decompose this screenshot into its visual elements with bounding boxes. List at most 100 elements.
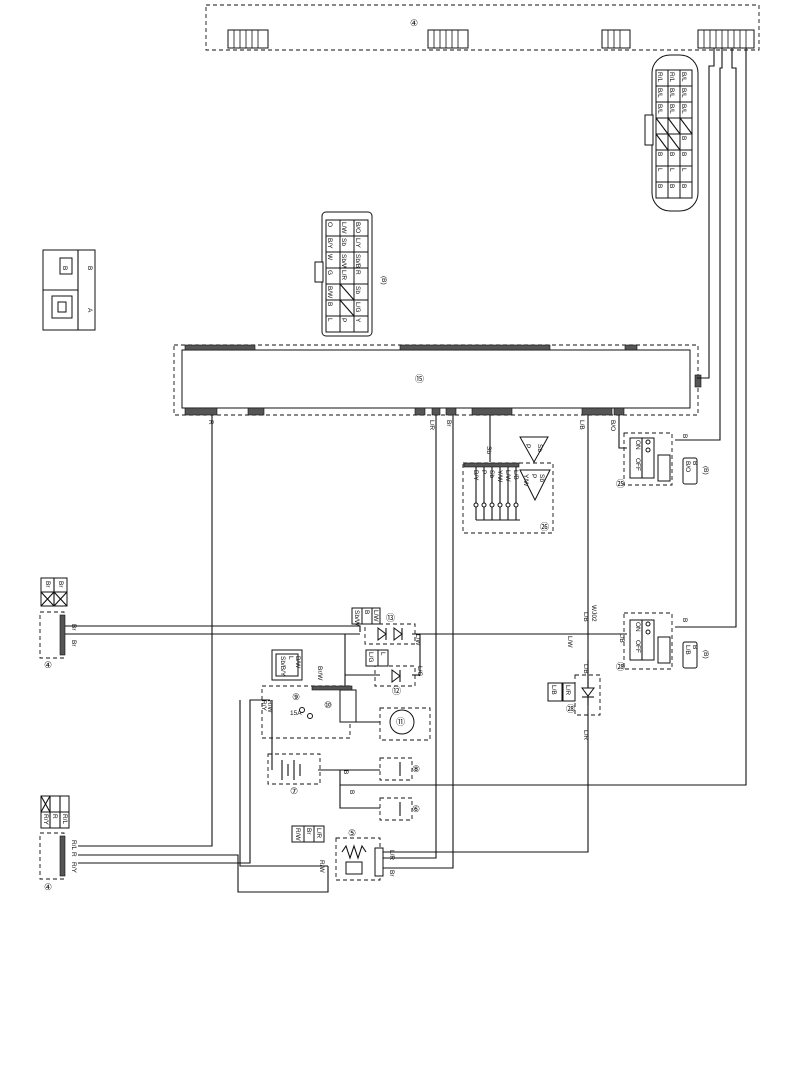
switch-28b: ON OFF L/B B (B) ㉘: [616, 612, 709, 672]
wire-lr3: L/R: [388, 850, 395, 860]
wire-rl: R/L: [70, 840, 77, 851]
pinlu-br2: Br: [57, 581, 64, 588]
label-c12: ⑫: [392, 686, 401, 696]
connector-d-pin-label: B: [680, 152, 687, 156]
connector-b-pin-label: Sb/B: [354, 254, 361, 268]
connector-d-pin-label: L: [656, 168, 663, 172]
connector-d-pin-label: B: [656, 152, 663, 156]
connector-d-pin-label: B: [668, 152, 675, 156]
tri-b-yw: Y/W: [522, 474, 529, 487]
connector-d-pin-label: B/L: [680, 104, 687, 114]
pinlu-br1: Br: [44, 581, 51, 588]
diode-12: L/G L ⑫ L/G: [365, 649, 423, 696]
wire-lb4: L/B: [582, 664, 589, 674]
connector-left-lower-4: R/Y R R/L R/L R R/Y ④: [39, 795, 77, 892]
connector-b-pin-label: O: [326, 222, 333, 227]
pinll-r: R: [51, 814, 58, 819]
conn13-lw: L/W: [372, 610, 379, 622]
label-c9: ⑨: [292, 692, 300, 702]
resistor-5: R/W Br L/R ⑤ L/R Br R/W: [291, 825, 395, 881]
connector-b-pin-label: P: [340, 318, 347, 322]
sw28-off: OFF: [634, 640, 641, 653]
connector-d-pin-label: L: [668, 168, 675, 172]
plug10-a: Sb/B/Y: [279, 656, 286, 677]
label-c10: ⑩: [324, 700, 332, 710]
plug25-bo: B/O: [684, 461, 691, 472]
wire-br-a: Br: [70, 624, 77, 631]
connector-b-cell: [353, 315, 369, 333]
wire-brw: Br/W: [316, 666, 323, 681]
connector-b-pin-label: Y: [354, 318, 361, 323]
plug28-b: B: [691, 645, 698, 649]
box-top-left: B B A: [42, 249, 96, 331]
wire-ry2: R/Y: [260, 700, 267, 712]
connector-d-pin-label: B: [656, 184, 663, 188]
label-c11: ⑪: [396, 717, 405, 727]
switch-26-pin-label: B/Y: [472, 470, 479, 481]
switch-26-contact: [505, 502, 511, 508]
tri-a-sb: Sb: [536, 444, 543, 452]
label-c7: ⑦: [290, 786, 298, 796]
wire-lw2: L/W: [414, 634, 421, 646]
connector-d-pin-label: B: [680, 136, 687, 140]
connector-b-pin-label: W: [326, 254, 333, 261]
connector-d-pin-label: L: [680, 168, 687, 172]
ground-6: ⑥: [379, 797, 420, 821]
sw25-off: OFF: [634, 458, 641, 471]
label-c28b: ㉘: [616, 662, 625, 672]
wire-br3: Br: [388, 870, 395, 877]
plug10-b: L: [287, 656, 294, 660]
connector-b-pin-label: L/W: [340, 222, 347, 234]
wire-lb3: L/B: [618, 633, 625, 643]
switch-25: ON OFF B/O B (B) ㉕: [616, 432, 709, 489]
wire-b4: B: [348, 790, 355, 794]
connector-b-pin-label: R: [354, 270, 361, 275]
connector-d-pin-label: B/L: [680, 72, 687, 82]
box-tl-b1: B: [61, 266, 68, 270]
connector-b-pin-label: L: [326, 318, 333, 322]
fuse-15a: 15A: [290, 710, 302, 717]
tri-a-p: P: [524, 444, 531, 448]
wire-lb2: L/B: [582, 612, 589, 622]
connector-b-pin-label: L/G: [354, 302, 361, 312]
ground-8: ⑧: [379, 757, 420, 781]
diode-13: Sb/W B L/W ⑬ L/W: [351, 607, 421, 646]
wire-b2: B: [681, 434, 688, 438]
connector-b-pin-label: L/Y: [354, 238, 361, 248]
switch-26-pin-label: L/W: [504, 470, 511, 482]
wire-sb: Sb: [485, 446, 492, 454]
wire-lr2: L/R: [582, 730, 589, 740]
plug25-bmark: (B): [702, 466, 709, 475]
connector-d-pin-label: R/L: [656, 72, 663, 83]
plug25-b: B: [691, 461, 698, 465]
switch-26-contact: [489, 502, 495, 508]
switch-26-contact: [473, 502, 479, 508]
plug10-c: B/W: [294, 656, 301, 669]
harness-top-4: ④: [205, 4, 760, 51]
label-c4-top: ④: [410, 18, 418, 28]
connector-d-pin-label: R/L: [668, 72, 675, 83]
wire-b3: B: [342, 770, 349, 774]
connector-b-pin-label: Sb/W: [340, 254, 347, 271]
connector-d-empty-pin: [667, 133, 681, 151]
wire-lw: L/W: [566, 636, 573, 648]
connector-d-pin-label: B/L: [656, 104, 663, 114]
box-tl-a: A: [86, 308, 93, 313]
connector-b-pin-label: Sb: [354, 286, 361, 294]
connector-b-pin-label: B/Y: [326, 238, 333, 249]
label-c26: ㉖: [540, 522, 549, 532]
conn28-lr: L/R: [564, 685, 571, 695]
conn5-rw: R/W: [294, 828, 301, 842]
connector-b-pin-label: B: [326, 302, 333, 306]
connector-b-pin-label: B/O: [354, 222, 361, 233]
wire-br-b: Br: [70, 640, 77, 647]
label-c25: ㉕: [616, 479, 625, 489]
switch-26-pin-label: P: [480, 470, 487, 474]
conn13-sbw: Sb/W: [353, 610, 360, 627]
switch-26-contact: [481, 502, 487, 508]
sw28-on: ON: [634, 622, 641, 632]
